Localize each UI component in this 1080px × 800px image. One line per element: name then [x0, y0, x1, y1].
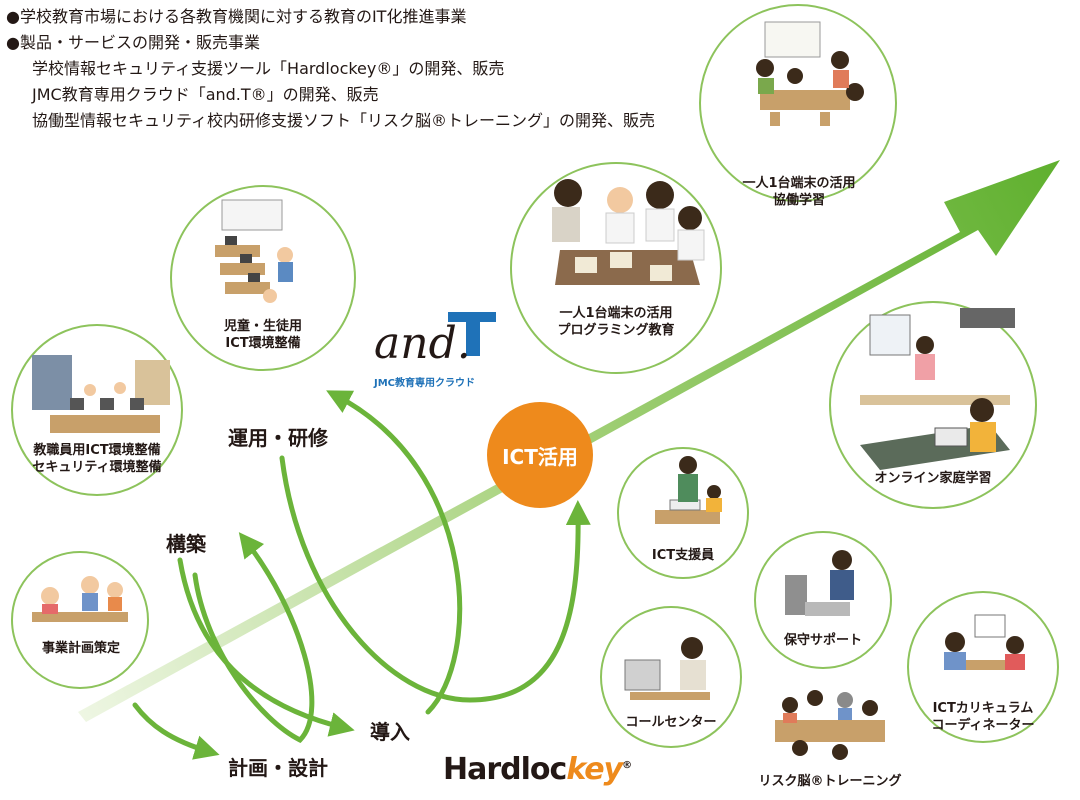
illustration-home [860, 308, 1015, 470]
intro-bullet-2: ●製品・サービスの開発・販売事業 [6, 33, 260, 52]
growth-arrow [78, 160, 1060, 722]
illustration-meeting [32, 576, 128, 622]
ict-hub: ICT活用 [487, 402, 593, 508]
cycle-arrows [132, 390, 591, 760]
hardlockey-logo-mark: ® [622, 760, 632, 771]
illustration-collab [756, 21, 864, 126]
illustrations [32, 21, 1025, 760]
label-operation: 運用・研修 [228, 426, 328, 450]
label-student-ict: 児童・生徒用 ICT環境整備 [223, 319, 302, 351]
andt-logo: and. JMC教育専用クラウド [370, 300, 510, 395]
illustration-office [32, 355, 170, 433]
label-construction: 構築 [166, 532, 206, 556]
intro-text: ●学校教育市場における各教育機関に対する教育のIT化推進事業 ●製品・サービスの… [6, 4, 706, 134]
intro-bullet-1: ●学校教育市場における各教育機関に対する教育のIT化推進事業 [6, 7, 467, 26]
label-curriculum: ICTカリキュラム コーディネーター [931, 701, 1035, 733]
label-collab: 一人1台端末の活用 協働学習 [742, 176, 856, 208]
illustration-risk-training [775, 690, 885, 760]
arrow-start-to-plan [132, 702, 220, 760]
arrow-build-to-intro [177, 557, 355, 737]
illustration-classroom [215, 199, 293, 303]
hardlockey-logo-accent: key [566, 752, 623, 787]
andt-logo-word: and. [374, 318, 471, 369]
illustration-programming [552, 179, 705, 285]
label-call-center: コールセンター [625, 715, 717, 730]
label-introduction: 導入 [370, 720, 410, 744]
arrow-intro-to-operation [326, 390, 463, 715]
label-staff-ict: 教職員用ICT環境整備 セキュリティ環境整備 [32, 443, 162, 475]
label-online: オンライン家庭学習 [874, 471, 992, 486]
illustration-curriculum [944, 614, 1025, 670]
hardlockey-logo-main: Hardloc [443, 752, 567, 787]
label-programming: 一人1台端末の活用 プログラミング教育 [557, 306, 675, 338]
label-support-staff: ICT支援員 [651, 548, 715, 563]
circle-student-ict [170, 185, 356, 371]
intro-sub-3: 協働型情報セキュリティ校内研修支援ソフト「リスク脳®トレーニング」の開発、販売 [32, 111, 656, 130]
illustration-maintenance [785, 550, 854, 616]
label-business-plan: 事業計画策定 [41, 641, 120, 656]
andt-logo-subtitle: JMC教育専用クラウド [374, 378, 476, 389]
circle-call-center [600, 606, 742, 748]
arrow-plan-to-build [192, 532, 315, 744]
label-planning: 計画・設計 [228, 756, 328, 780]
andt-logo-mark [448, 312, 496, 356]
label-maintenance: 保守サポート [783, 633, 862, 648]
intro-sub-1: 学校情報セキュリティ支援ツール「Hardlockey®」の開発、販売 [32, 59, 505, 78]
illustration-callcenter [624, 637, 710, 700]
illustration-support [655, 456, 722, 524]
intro-sub-2: JMC教育専用クラウド「and.T®」の開発、販売 [32, 85, 379, 104]
label-risk-training: リスク脳®トレーニング [758, 774, 902, 789]
circle-maintenance [754, 531, 892, 669]
hardlockey-logo: Hardlockey® [443, 752, 632, 787]
arrow-operation-loop [279, 455, 591, 703]
